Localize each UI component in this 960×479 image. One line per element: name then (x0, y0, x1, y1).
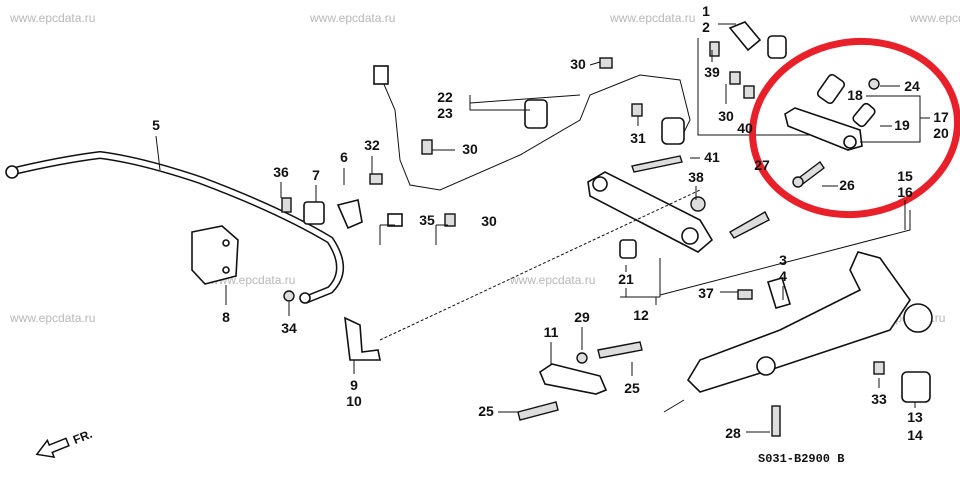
callout-label: 36 (273, 164, 289, 180)
bolt-41 (631, 155, 683, 173)
callout-label: 24 (904, 78, 920, 94)
sensor-clip (373, 65, 389, 85)
bolt-31 (631, 103, 643, 117)
callout-label: 26 (839, 177, 855, 193)
callout-label: 8 (222, 309, 230, 325)
watermark: www.epcdata.ru (609, 11, 695, 25)
callout-label: 27 (754, 157, 770, 173)
bolt-30 (421, 139, 433, 155)
watermark: www.epcdata.ru (9, 11, 95, 25)
callout-label: 15 (897, 168, 913, 184)
highlighted-assembly (784, 73, 880, 188)
callout-label: 9 (350, 377, 358, 393)
callout-label: 23 (437, 105, 453, 121)
callout-label: 35 (419, 212, 435, 228)
bolt-25 (597, 341, 643, 359)
hub (903, 303, 933, 333)
front-label: FR. (71, 427, 94, 447)
nut-34 (283, 290, 295, 302)
callout-label: 41 (704, 149, 720, 165)
callout-label: 13 (907, 409, 923, 425)
bolt-40 (743, 85, 755, 99)
callout-label: 3 (779, 252, 787, 268)
callout-label: 30 (462, 141, 478, 157)
bracket-3 (766, 277, 792, 309)
bolt-28 (771, 405, 781, 437)
callout-label: 7 (312, 167, 320, 183)
bolt-36 (281, 197, 292, 213)
callout-label: 39 (704, 64, 720, 80)
callout-label: 21 (618, 271, 634, 287)
callout-label: 1 (702, 3, 710, 19)
callout-label: 19 (894, 117, 910, 133)
callout-label: 18 (847, 87, 863, 103)
callout-label: 16 (897, 184, 913, 200)
stabilizer-bar (5, 150, 344, 304)
clip-35 (387, 213, 403, 227)
arm-11 (539, 363, 608, 395)
bracket-1 (728, 21, 762, 52)
bushing-21 (619, 239, 637, 259)
watermark: www.epcdata.ru (309, 11, 395, 25)
callout-label: 33 (871, 391, 887, 407)
bolt-30 (729, 71, 741, 85)
bushing-7 (303, 201, 325, 225)
diagram-code: S031-B2900 B (758, 452, 844, 466)
callout-label: 11 (544, 324, 559, 340)
nut-29 (576, 352, 588, 364)
callout-label: 30 (570, 56, 586, 72)
callout-label: 22 (437, 89, 453, 105)
link-9 (344, 316, 381, 361)
callout-labels: 1 2 39 30 40 24 18 17 20 19 26 15 16 27 … (152, 3, 949, 443)
callout-label: 28 (725, 425, 741, 441)
bolt-32 (369, 173, 383, 185)
bolt-27 (729, 211, 770, 239)
callout-label: 25 (478, 403, 494, 419)
callout-label: 17 (933, 109, 949, 125)
highlight-circle (748, 37, 960, 219)
callout-label: 30 (481, 213, 497, 229)
callout-label: 37 (698, 285, 714, 301)
callout-label: 10 (346, 393, 362, 409)
callout-label: 2 (702, 19, 710, 35)
sensor-bracket (767, 35, 787, 59)
callout-label: 32 (364, 137, 380, 153)
sensor-bracket (661, 117, 685, 145)
callout-label: 38 (688, 169, 704, 185)
callout-label: 31 (630, 130, 646, 146)
bracket-8 (191, 225, 239, 285)
callout-label: 20 (933, 125, 949, 141)
bolt-37 (737, 289, 753, 300)
bolt-25 (517, 401, 559, 421)
watermark: www.epcdata.ru (509, 273, 595, 287)
callout-label: 25 (624, 380, 640, 396)
watermark: www.epcdata.ru (909, 11, 960, 25)
grommet-22 (524, 99, 548, 129)
callout-label: 34 (281, 320, 297, 336)
callout-label: 4 (779, 268, 787, 284)
callout-label: 5 (152, 117, 160, 133)
callout-label: 12 (633, 307, 649, 323)
callout-label: 14 (907, 427, 923, 443)
trailing-arm (686, 251, 911, 393)
watermark: www.epcdata.ru (9, 311, 95, 325)
front-direction-arrow: FR. (35, 427, 94, 459)
nut-33 (873, 361, 885, 375)
lower-arm-12 (587, 171, 714, 253)
callout-label: 40 (737, 120, 753, 136)
callout-label: 30 (718, 108, 734, 124)
bolt-30 (599, 57, 613, 69)
bolt-30 (444, 213, 456, 227)
bolt-38 (690, 196, 706, 212)
clamp-6 (336, 199, 363, 230)
callout-label: 29 (574, 309, 590, 325)
bracket-13 (901, 371, 931, 403)
bolt-39 (709, 41, 720, 57)
callout-label: 6 (340, 149, 348, 165)
